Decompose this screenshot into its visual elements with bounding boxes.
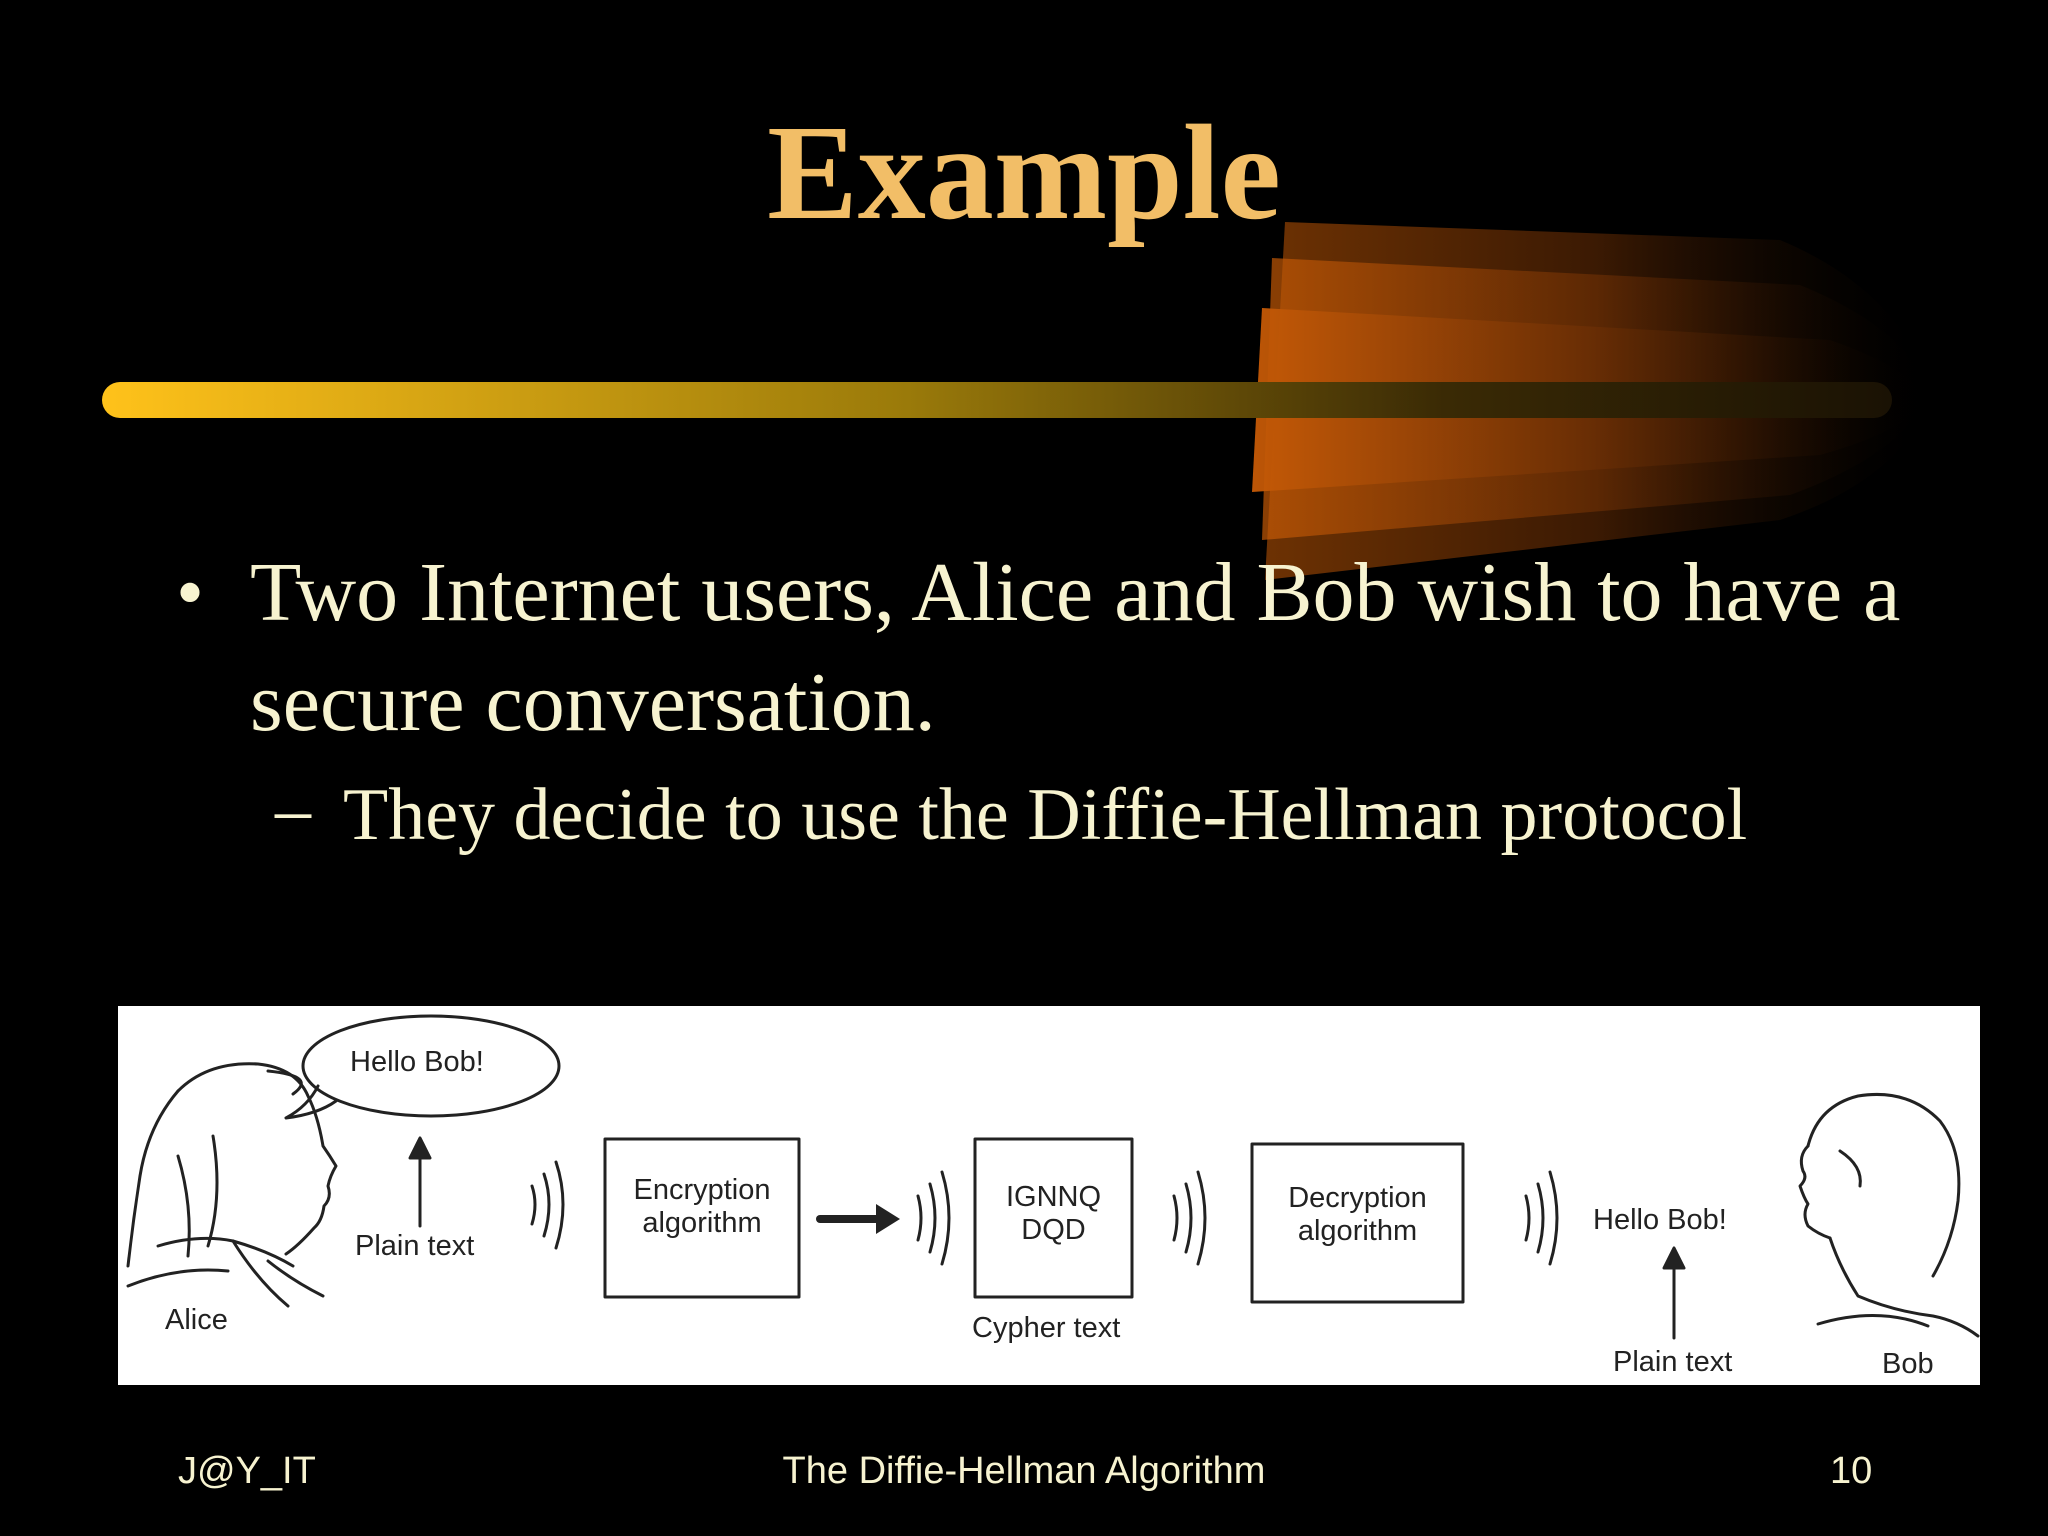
hello-bob-received: Hello Bob! [1593,1204,1727,1236]
bullet-icon: • [176,549,205,637]
encryption-box [603,1137,801,1299]
bullet-text: Two Internet users, Alice and Bob wish t… [250,546,1901,749]
bob-label: Bob [1882,1348,1934,1380]
plain-text-label-left: Plain text [355,1230,475,1262]
decryption-box [1250,1142,1465,1304]
diagram-drawing [126,1014,1980,1340]
cipher-text-value: IGNNQ DQD [1005,1181,1102,1247]
cipher-box [973,1137,1134,1299]
dash-icon: – [275,769,311,849]
decorative-bar [102,382,1892,418]
speech-bubble [301,1014,561,1118]
alice-label: Alice [165,1304,228,1336]
decryption-box-label: Decryption algorithm [1288,1182,1427,1248]
arrow-head-icon [1662,1246,1686,1270]
cypher-text-label: Cypher text [972,1312,1121,1344]
speech-tail [284,1084,338,1120]
encryption-diagram: Hello Bob! Plain text Alice Encryption a… [118,1006,1980,1385]
footer-left: J@Y_IT [178,1450,316,1492]
arrow-head-icon [408,1136,432,1160]
signal-wave-icon [1524,1170,1559,1266]
signal-wave-icon [916,1170,951,1266]
footer-center: The Diffie-Hellman Algorithm [782,1450,1266,1492]
bob-figure-icon [1798,1092,1980,1338]
encryption-box-label: Encryption algorithm [633,1174,771,1240]
alice-figure-icon [126,1062,338,1308]
slide-number: 10 [1830,1450,1873,1492]
slide-title: Example [767,98,1281,248]
signal-wave-icon [530,1160,565,1250]
speech-text: Hello Bob! [350,1046,484,1078]
arrow-head-icon [876,1204,900,1234]
sub-bullet-text: They decide to use the Diffie-Hellman pr… [343,774,1748,856]
signal-wave-icon [1172,1170,1207,1266]
plain-text-label-right: Plain text [1613,1346,1733,1378]
